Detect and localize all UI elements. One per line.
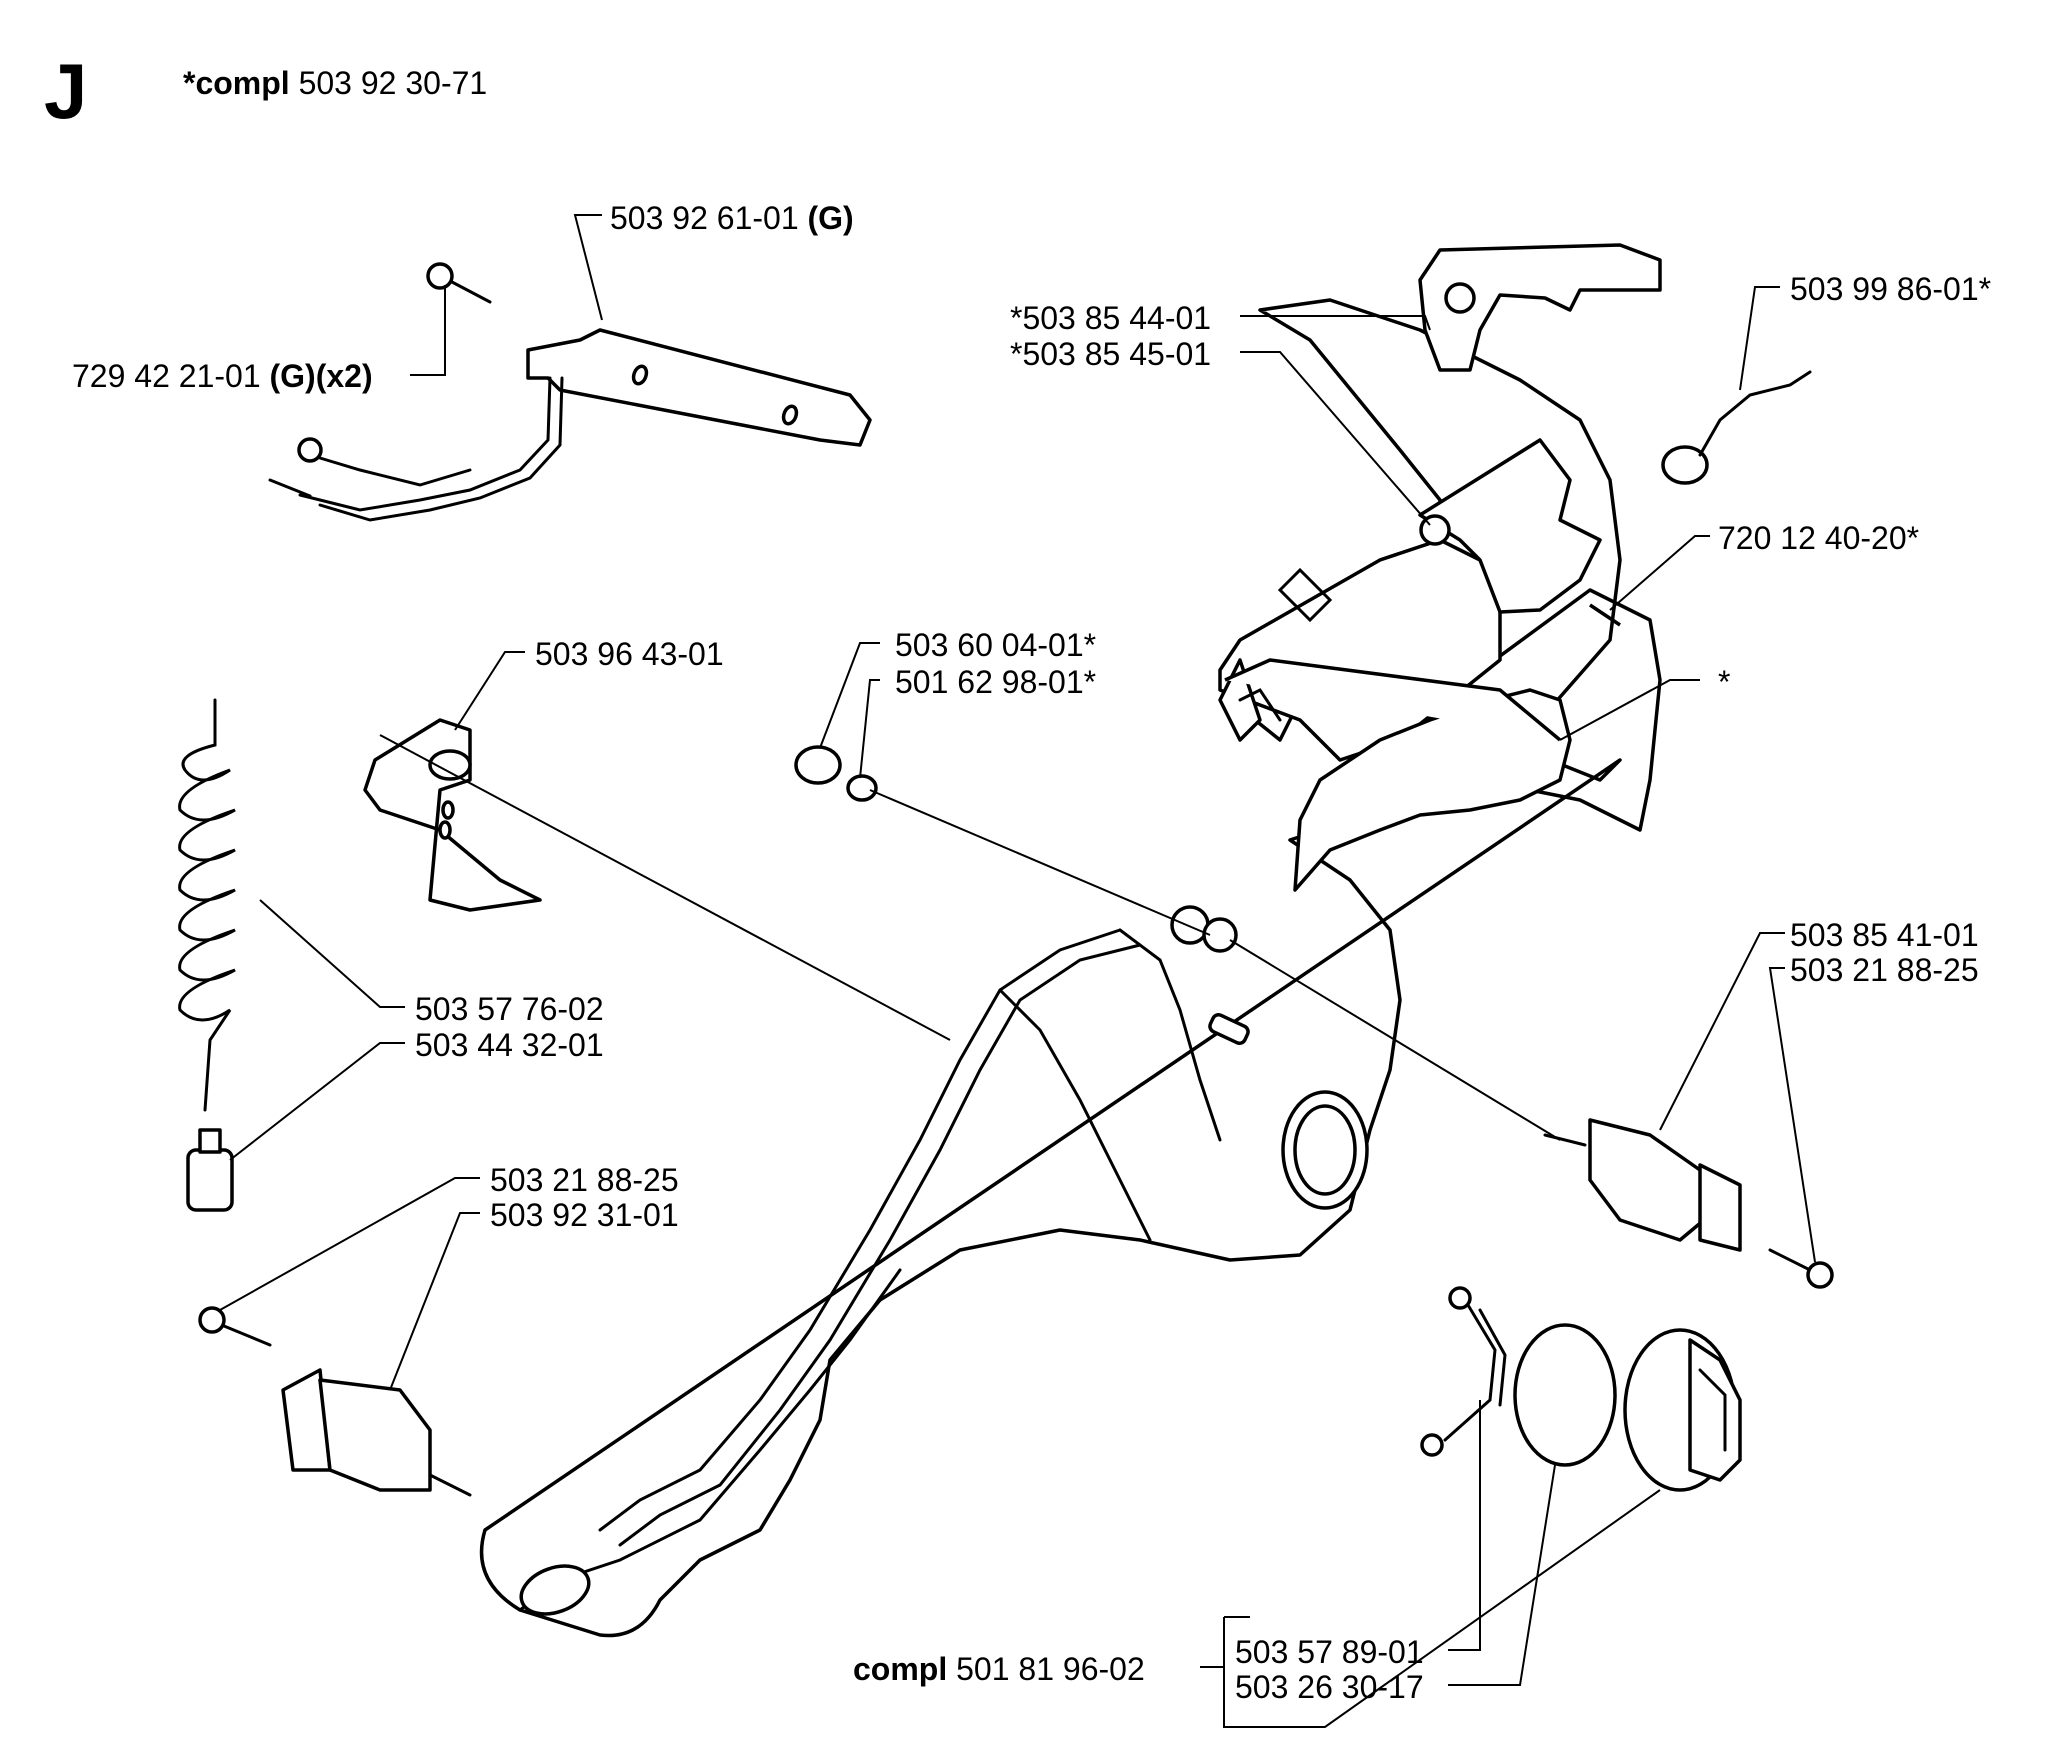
label-503-57-76-02: 503 57 76-02 [415, 991, 604, 1027]
label-503-44-32-01: 503 44 32-01 [415, 1027, 604, 1063]
label-503-21-88-25-right: 503 21 88-25 [1790, 952, 1979, 988]
part-suffix: (G)(x2) [269, 358, 373, 394]
part-number: 503 92 61-01 [610, 200, 799, 236]
compl-number: 501 81 96-02 [956, 1651, 1145, 1687]
throttle-lockout [1418, 243, 1662, 372]
compl-number: 503 92 30-71 [298, 65, 488, 101]
fuel-cap-retainer [1420, 1286, 1507, 1457]
label-503-92-31-01: 503 92 31-01 [490, 1197, 679, 1233]
leader-lines [219, 214, 1816, 1728]
label-asterisk: * [1718, 664, 1731, 700]
av-spring-right [1543, 1118, 1834, 1289]
label-503-85-41-01: 503 85 41-01 [1790, 917, 1979, 953]
choke-lever [363, 718, 542, 912]
label-501-62-98-01: 501 62 98-01* [895, 664, 1097, 700]
throttle-trigger [1418, 438, 1602, 614]
compl-prefix: *compl [183, 65, 290, 101]
label-503-85-45-01: *503 85 45-01 [1010, 336, 1212, 372]
fuel-hose [178, 698, 236, 1112]
assembly-compl-number: *compl 503 92 30-71 [183, 67, 487, 99]
fuel-cap [1623, 1328, 1742, 1492]
label-503-57-89-01: 503 57 89-01 [1235, 1634, 1424, 1670]
bracket-screw [426, 262, 492, 304]
compl-prefix: compl [853, 1651, 948, 1687]
fuel-cap-oring [1513, 1323, 1617, 1467]
label-503-96-43-01: 503 96 43-01 [535, 636, 724, 672]
av-spring-left [198, 1306, 472, 1497]
rear-handle-housing [479, 298, 1662, 1638]
trigger-spring [1661, 370, 1812, 485]
label-503-21-88-25-left: 503 21 88-25 [490, 1162, 679, 1198]
label-503-99-86-01: 503 99 86-01* [1790, 271, 1992, 307]
label-503-26-30-17: 503 26 30-17 [1235, 1669, 1424, 1705]
section-letter: J [44, 47, 88, 135]
label-729-42-21-01: 729 42 21-01 (G)(x2) [72, 360, 373, 392]
heater-bracket [268, 328, 872, 522]
part-suffix: (G) [807, 200, 854, 236]
part-number: 729 42 21-01 [72, 358, 261, 394]
fuel-filter [186, 1128, 234, 1212]
vent-filters [794, 745, 878, 802]
trigger-pin [1589, 603, 1621, 627]
label-503-85-44-01: *503 85 44-01 [1010, 300, 1212, 336]
label-503-60-04-01: 503 60 04-01* [895, 627, 1097, 663]
label-720-12-40-20: 720 12 40-20* [1718, 520, 1920, 556]
label-compl-501-81-96-02: compl 501 81 96-02 [853, 1653, 1145, 1685]
label-503-92-61-01: 503 92 61-01 (G) [610, 202, 854, 234]
